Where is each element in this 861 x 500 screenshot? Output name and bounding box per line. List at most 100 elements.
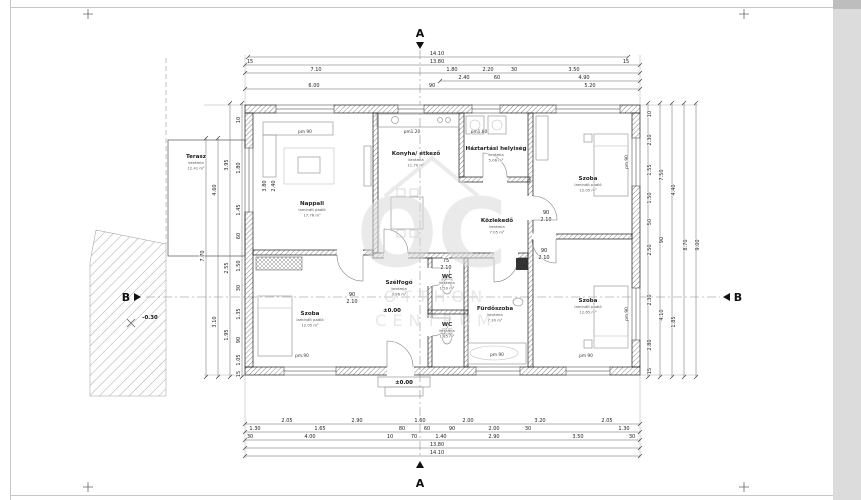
- dimension-text: 7.70: [200, 250, 206, 261]
- shaft: [516, 258, 528, 270]
- dimension-text: 1.95: [224, 329, 230, 340]
- room-haztartasi: [464, 113, 528, 177]
- watermark-line1: OTTHON: [384, 287, 488, 306]
- dimension-text: 1.50: [236, 260, 242, 271]
- dimension-text: 8.70: [683, 239, 689, 250]
- dimension-text: 30: [511, 67, 517, 73]
- chair: [409, 188, 419, 197]
- washer: [465, 115, 485, 135]
- dimension-text: 7.50: [659, 169, 665, 180]
- outer-wall-top: [244, 104, 641, 114]
- stove-burner: [437, 117, 443, 123]
- wardrobe: [535, 115, 549, 161]
- room-area: 7.30 m²: [488, 318, 503, 323]
- dimension-text: 15: [623, 59, 629, 65]
- room-area: 12.65 m²: [579, 310, 597, 315]
- room-material: laminált padló: [298, 207, 326, 212]
- dimension-text: 15: [247, 59, 253, 65]
- room-material: laminált padló: [296, 317, 324, 322]
- dryer: [487, 115, 507, 135]
- door-openings: [337, 176, 556, 376]
- entrance-door-arc: [386, 340, 414, 368]
- room-area: 12.05 m²: [579, 188, 597, 193]
- window-sill-label: pm 90: [490, 352, 504, 358]
- registration-marks: [83, 9, 749, 492]
- windows: [244, 104, 641, 376]
- room-material: kerámia: [439, 328, 454, 333]
- door-arc: [431, 267, 451, 287]
- toilet: [442, 281, 452, 295]
- dimension-text: 10: [387, 434, 393, 440]
- room-terasz: [168, 140, 245, 256]
- chair: [396, 188, 406, 197]
- room-area: 11.70 m²: [407, 163, 425, 168]
- room-material: kerámia: [408, 157, 423, 162]
- corner-mark: [83, 482, 93, 492]
- room-name: Konyha/ étkező: [392, 150, 441, 157]
- kitchen-counter: [376, 113, 460, 128]
- dimension-text: 3.10: [212, 316, 218, 327]
- dimension-text: 1.65: [314, 426, 325, 432]
- room-area: 1.50 m²: [440, 286, 455, 291]
- outer-wall-left: [244, 112, 254, 368]
- section-letter: A: [416, 477, 425, 490]
- dimension-text: 30: [236, 285, 242, 291]
- dimension-text: 1.40: [435, 434, 446, 440]
- ground-hatch: [89, 229, 167, 397]
- dimension-text: 2.40: [458, 75, 469, 81]
- window-sill-label: pm1.20: [404, 129, 421, 135]
- dimension-text: 9.00: [695, 239, 701, 250]
- window-sill-label: pm 90: [624, 307, 630, 321]
- dimension-text: 2.10: [346, 299, 357, 305]
- dimension-text: 90: [429, 83, 435, 89]
- dimension-text: 2.40: [271, 180, 277, 191]
- dimension-text: 2.00: [488, 426, 499, 432]
- dimension-text: 10: [236, 117, 242, 123]
- stove-burner: [445, 117, 451, 123]
- level-markers: ±0.00±0.00-0.30: [142, 308, 414, 387]
- dimension-text: 14.10: [430, 450, 444, 456]
- room-name: Szoba: [579, 298, 598, 304]
- interior-wall: [252, 249, 374, 256]
- dimension-text: 1.45: [236, 204, 242, 215]
- dimension-text: 3.80: [262, 180, 268, 191]
- dimension-text: 2.00: [462, 418, 473, 424]
- room-name: Közlekedő: [481, 218, 513, 224]
- pillow: [593, 335, 629, 349]
- room-area: 7.05 m²: [490, 230, 505, 235]
- room-material: laminált padló: [574, 304, 602, 309]
- door-arc: [532, 195, 558, 221]
- dimension-text: 2.20: [482, 67, 493, 73]
- room-material: kerámia: [488, 152, 503, 157]
- dimension-text: 75: [443, 258, 449, 264]
- dimension-text: 2.50: [647, 244, 653, 255]
- room-material: kerámia: [188, 160, 203, 165]
- room-material: laminált padló: [574, 182, 602, 187]
- room-name: Szoba: [301, 311, 320, 317]
- wardrobe-hatched: [255, 256, 303, 271]
- interior-wall: [458, 112, 465, 178]
- dimension-text: 13.80: [430, 59, 444, 65]
- room-material: kerámia: [391, 286, 406, 291]
- section-letter: B: [122, 291, 130, 304]
- dimension-text: 90: [659, 237, 665, 243]
- nightstand: [583, 133, 593, 143]
- dimension-text: 3.95: [224, 159, 230, 170]
- room-name: Szoba: [579, 176, 598, 182]
- dimension-text: 1.85: [671, 316, 677, 327]
- dimension-text: 1.30: [618, 426, 629, 432]
- dimension-text: 15: [236, 371, 242, 377]
- pillow: [593, 133, 629, 147]
- pillow: [257, 295, 293, 309]
- dimension-text: 2.05: [281, 418, 292, 424]
- dimension-text: 30: [629, 434, 635, 440]
- chair: [396, 229, 406, 238]
- dimension-text: 60: [494, 75, 500, 81]
- dimension-text: 2.05: [601, 418, 612, 424]
- sofa: [262, 134, 277, 178]
- sink: [391, 116, 399, 124]
- dimension-text: 6.00: [308, 83, 319, 89]
